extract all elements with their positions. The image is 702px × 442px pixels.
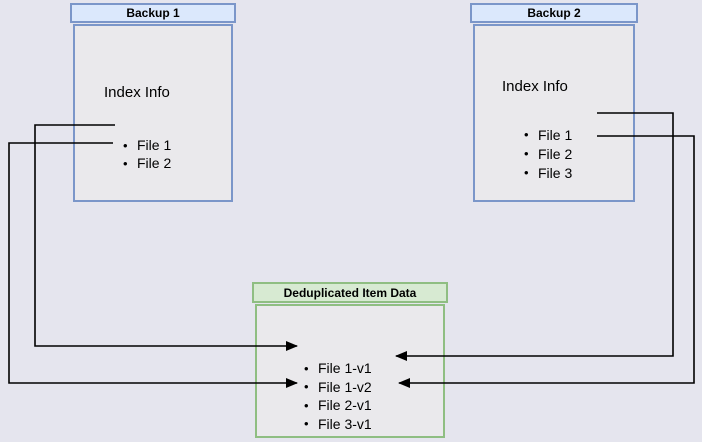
file-label: File 3-v1 xyxy=(318,415,372,432)
file-label: File 1 xyxy=(538,126,573,143)
bullet-icon: • xyxy=(524,165,529,180)
list-item: • File 1-v1 xyxy=(304,359,372,378)
bullet-icon: • xyxy=(304,379,309,395)
backup1-body: Index Info • File 1 • File 2 xyxy=(73,24,233,202)
file-label: File 2-v1 xyxy=(318,397,372,414)
dedup-file-list: • File 1-v1 • File 1-v2 • File 2-v1 • Fi… xyxy=(304,359,372,433)
dedup-title: Deduplicated Item Data xyxy=(252,282,448,303)
bullet-icon: • xyxy=(123,155,128,171)
file-label: File 1 xyxy=(137,137,172,153)
list-item: • File 2-v1 xyxy=(304,396,372,415)
list-item: • File 1 xyxy=(123,136,171,154)
backup2-file-list: • File 1 • File 2 • File 3 xyxy=(524,125,572,182)
list-item: • File 3-v1 xyxy=(304,415,372,434)
bullet-icon: • xyxy=(123,137,128,153)
backup1-box: Backup 1 Index Info • File 1 • File 2 xyxy=(70,3,236,202)
list-item: • File 2 xyxy=(123,154,171,172)
backup1-file-list: • File 1 • File 2 xyxy=(123,136,171,172)
backup2-index-info-label: Index Info xyxy=(502,78,568,95)
backup1-title: Backup 1 xyxy=(70,3,236,23)
backup2-title: Backup 2 xyxy=(470,3,638,23)
backup1-index-info-label: Index Info xyxy=(104,84,170,101)
backup2-box: Backup 2 Index Info • File 1 • File 2 • … xyxy=(470,3,638,202)
bullet-icon: • xyxy=(524,146,529,161)
list-item: • File 1 xyxy=(524,125,572,144)
dedup-box: Deduplicated Item Data • File 1-v1 • Fil… xyxy=(252,282,448,438)
bullet-icon: • xyxy=(524,127,529,142)
bullet-icon: • xyxy=(304,360,309,376)
file-label: File 3 xyxy=(538,164,573,181)
file-label: File 2 xyxy=(137,155,172,171)
bullet-icon: • xyxy=(304,397,309,413)
list-item: • File 2 xyxy=(524,144,572,163)
dedup-body: • File 1-v1 • File 1-v2 • File 2-v1 • Fi… xyxy=(255,304,445,438)
list-item: • File 3 xyxy=(524,163,572,182)
list-item: • File 1-v2 xyxy=(304,378,372,397)
backup2-body: Index Info • File 1 • File 2 • File 3 xyxy=(473,24,635,202)
file-label: File 1-v2 xyxy=(318,378,372,395)
file-label: File 1-v1 xyxy=(318,360,372,377)
file-label: File 2 xyxy=(538,145,573,162)
bullet-icon: • xyxy=(304,416,309,432)
